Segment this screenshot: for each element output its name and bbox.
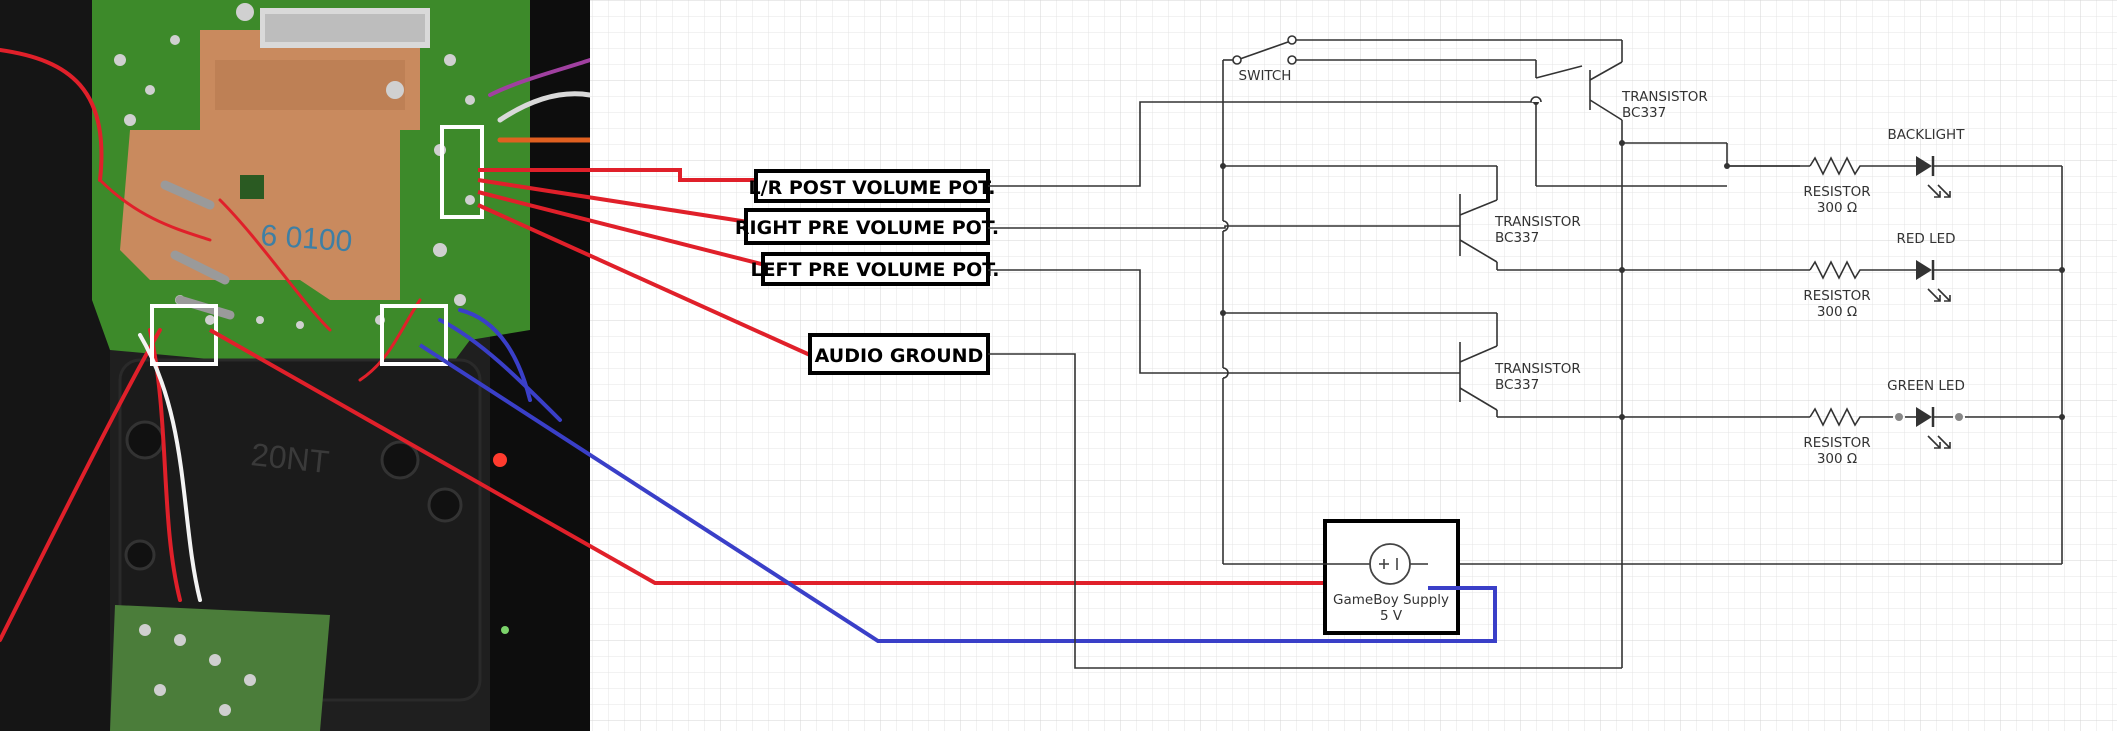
board-marking-text: 20NT bbox=[249, 436, 331, 480]
resistor-1-value: 300 Ω bbox=[1817, 200, 1857, 216]
resistor-1-label: RESISTOR bbox=[1803, 184, 1870, 200]
led-green: GREEN LED bbox=[1887, 378, 1965, 449]
schematic-wires bbox=[988, 39, 2063, 669]
led-red-label: RED LED bbox=[1896, 231, 1955, 247]
board-code-text: 6 0100 bbox=[260, 219, 354, 258]
switch-label: SWITCH bbox=[1239, 68, 1292, 84]
gameboy-supply: GameBoy Supply 5 V bbox=[1322, 519, 1460, 635]
transistor-2-label: TRANSISTOR bbox=[1494, 214, 1581, 230]
callout-lr-post-label: L/R POST VOLUME POT. bbox=[749, 177, 996, 199]
led-red: RED LED bbox=[1896, 231, 1956, 302]
supply-label: GameBoy Supply bbox=[1333, 592, 1449, 608]
transistor-2-model: BC337 bbox=[1495, 230, 1539, 246]
transistor-2: TRANSISTOR BC337 bbox=[1494, 214, 1581, 246]
callout-right-pre-label: RIGHT PRE VOLUME POT. bbox=[735, 217, 999, 239]
resistor-2: RESISTOR 300 Ω bbox=[1803, 260, 1871, 320]
supply-voltage: 5 V bbox=[1380, 608, 1403, 624]
transistor-1: TRANSISTOR BC337 bbox=[1621, 89, 1708, 121]
callout-right-pre: RIGHT PRE VOLUME POT. bbox=[735, 208, 999, 245]
wire-crossover bbox=[1530, 96, 1542, 103]
resistor-3-label: RESISTOR bbox=[1803, 435, 1870, 451]
battery-symbol-icon bbox=[1369, 543, 1411, 585]
resistor-3: RESISTOR 300 Ω bbox=[1803, 407, 1871, 467]
transistor-1-model: BC337 bbox=[1622, 105, 1666, 121]
transistor-3-model: BC337 bbox=[1495, 377, 1539, 393]
resistor-3-value: 300 Ω bbox=[1817, 451, 1857, 467]
callout-lr-post: L/R POST VOLUME POT. bbox=[749, 169, 996, 203]
callout-audio-ground-label: AUDIO GROUND bbox=[815, 345, 984, 367]
callout-audio-ground: AUDIO GROUND bbox=[808, 333, 990, 375]
highlight-box-supply-pos bbox=[380, 304, 448, 366]
resistor-2-label: RESISTOR bbox=[1803, 288, 1870, 304]
led-backlight: BACKLIGHT bbox=[1888, 127, 1966, 198]
resistor-2-value: 300 Ω bbox=[1817, 304, 1857, 320]
callout-left-pre-label: LEFT PRE VOLUME POT. bbox=[750, 259, 999, 281]
transistor-1-label: TRANSISTOR bbox=[1621, 89, 1708, 105]
gameboy-photo: 6 0100 20NT bbox=[0, 0, 590, 731]
junction-dots bbox=[1220, 99, 2065, 420]
resistor-1: RESISTOR 300 Ω bbox=[1803, 156, 1871, 216]
led-green-label: GREEN LED bbox=[1887, 378, 1965, 394]
transistor-3-label: TRANSISTOR bbox=[1494, 361, 1581, 377]
led-backlight-label: BACKLIGHT bbox=[1888, 127, 1966, 143]
transistor-3: TRANSISTOR BC337 bbox=[1494, 361, 1581, 393]
switch: SWITCH bbox=[1232, 35, 1297, 84]
callout-left-pre: LEFT PRE VOLUME POT. bbox=[750, 252, 1000, 286]
